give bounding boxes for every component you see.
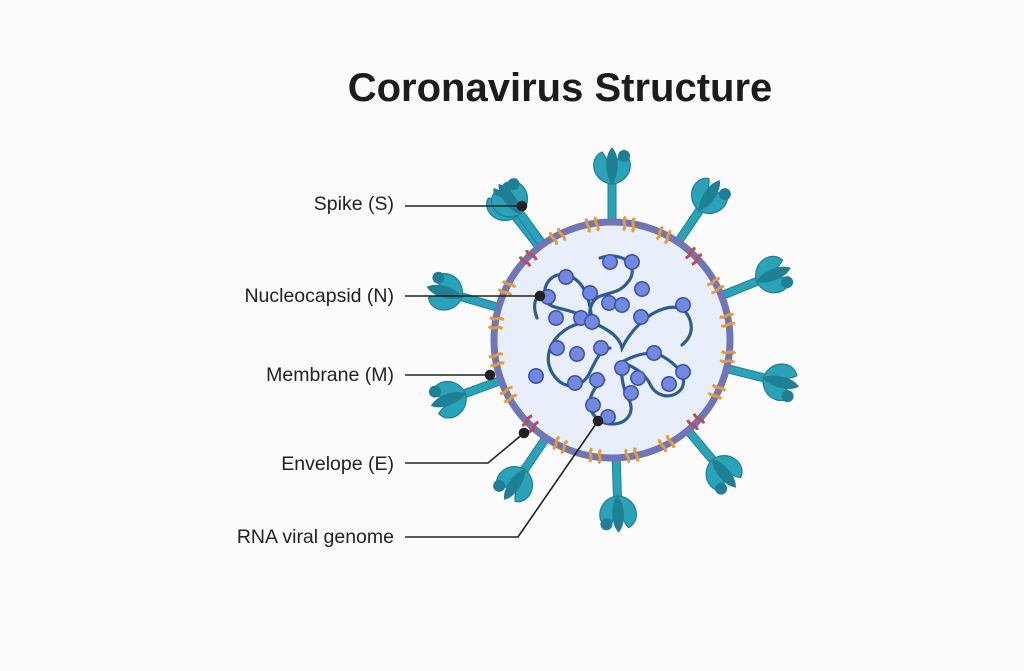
nucleocapsid-bead	[624, 254, 640, 270]
nucleocapsid-bead	[646, 345, 662, 361]
nucleocapsid-bead	[589, 372, 605, 388]
leader-dot-membrane	[484, 369, 496, 381]
spike-protein	[426, 271, 501, 312]
spike-protein	[493, 434, 551, 503]
membrane-protein	[719, 312, 736, 328]
nucleocapsid-bead	[593, 340, 609, 356]
membrane-protein	[588, 447, 603, 465]
nucleocapsid-bead	[601, 295, 617, 311]
nucleocapsid-bead	[602, 254, 618, 270]
leader-dot-spike	[516, 200, 528, 212]
nucleocapsid-bead	[548, 310, 564, 326]
label-membrane: Membrane (M)	[266, 364, 394, 386]
membrane-protein	[719, 349, 737, 364]
nucleocapsid-proteins	[528, 254, 691, 425]
spike-protein	[593, 147, 631, 223]
nucleocapsid-bead	[634, 281, 650, 297]
membrane-protein	[552, 435, 569, 455]
nucleocapsid-bead	[549, 340, 565, 356]
label-envelope: Envelope (E)	[281, 453, 394, 475]
nucleocapsid-bead	[623, 385, 639, 401]
nucleocapsid-bead	[614, 297, 630, 313]
viral-membrane-ring	[490, 218, 734, 462]
spike-protein	[673, 177, 731, 246]
page-title: Coronavirus Structure	[347, 66, 773, 110]
nucleocapsid-bead	[558, 269, 574, 285]
membrane-protein	[657, 435, 676, 453]
nucleocapsid-bead	[675, 297, 691, 313]
membrane-protein	[684, 246, 703, 266]
nucleocapsid-bead	[614, 360, 630, 376]
spike-protein	[428, 375, 504, 419]
nucleocapsid-bead	[661, 376, 677, 392]
rna-strand	[546, 320, 612, 388]
membrane-protein	[488, 352, 505, 368]
membrane-proteins	[487, 215, 737, 465]
membrane-protein	[499, 385, 517, 404]
leader-dot-nucleocapsid	[534, 290, 546, 302]
membrane-protein	[686, 412, 706, 431]
membrane-protein	[621, 215, 636, 233]
nucleocapsid-bead	[630, 370, 646, 386]
membrane-protein	[548, 227, 567, 245]
leader-dot-envelope	[518, 427, 530, 439]
nucleocapsid-bead	[528, 368, 544, 384]
nucleocapsid-bead	[569, 346, 585, 362]
label-nucleocapsid: Nucleocapsid (N)	[244, 285, 394, 307]
leader-lines	[405, 200, 604, 538]
spike-protein	[684, 427, 743, 495]
membrane-protein	[655, 225, 672, 245]
nucleocapsid-bead	[567, 375, 583, 391]
nucleocapsid-bead	[585, 397, 601, 413]
membrane-protein	[497, 280, 517, 297]
label-rna: RNA viral genome	[236, 526, 394, 548]
nucleocapsid-bead	[675, 364, 691, 380]
leader-line-envelope	[405, 432, 525, 464]
nucleocapsid-bead	[633, 309, 649, 325]
spike-protein	[724, 363, 800, 403]
membrane-protein	[584, 216, 600, 233]
membrane-protein	[624, 447, 640, 464]
nucleocapsid-bead	[584, 314, 600, 330]
label-spike: Spike (S)	[313, 193, 394, 215]
spike-protein	[719, 255, 794, 301]
membrane-protein	[521, 414, 540, 434]
leader-line-rna	[405, 420, 599, 538]
leader-dot-rna	[592, 415, 604, 427]
spike-protein	[599, 457, 637, 533]
membrane-protein	[707, 383, 727, 400]
rna-genome	[533, 254, 693, 426]
membrane-protein	[707, 276, 725, 295]
membrane-protein	[518, 249, 538, 268]
rna-strand	[590, 305, 693, 353]
membrane-protein	[487, 316, 505, 331]
nucleocapsid-bead	[582, 285, 598, 301]
